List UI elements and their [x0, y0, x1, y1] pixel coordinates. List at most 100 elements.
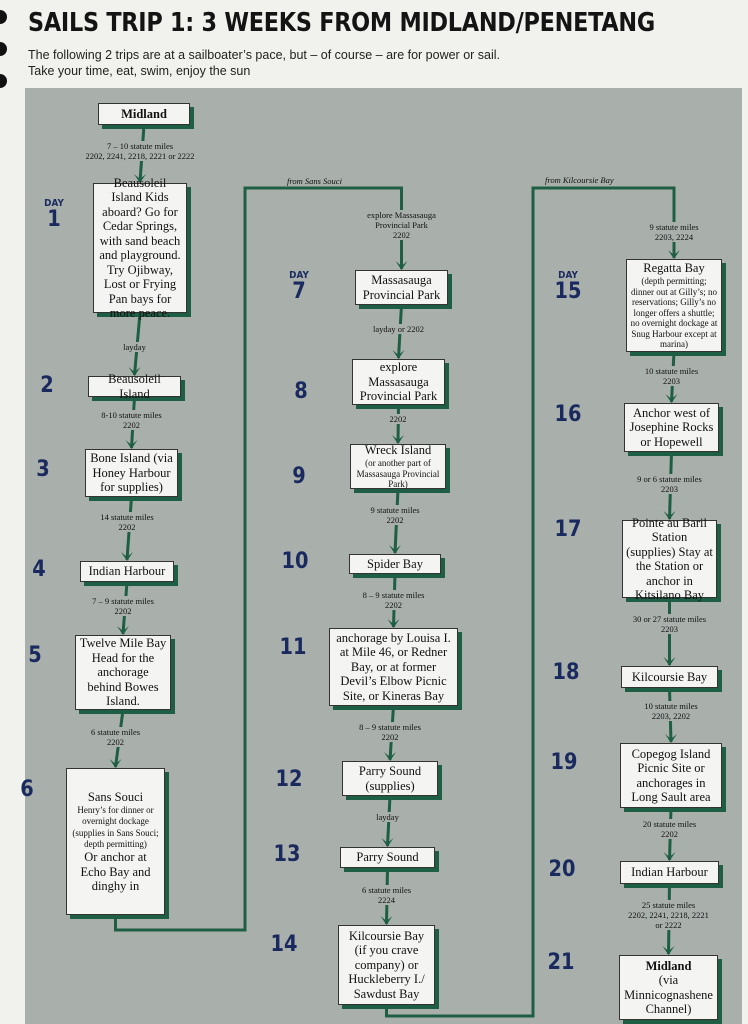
- start-node-midland: Midland: [98, 103, 190, 125]
- connector-line: [396, 404, 400, 444]
- node-text: Bone Island (via Honey Harbour for suppl…: [90, 451, 173, 495]
- day-number-19: 19: [549, 752, 579, 774]
- day-number-5: 5: [20, 645, 50, 667]
- node-text: Twelve Mile Bay Head for the anchorage b…: [79, 636, 167, 709]
- node-text: Indian Harbour: [631, 865, 708, 880]
- arrowhead-icon: [665, 734, 677, 743]
- route-label-line: explore Massasauga: [367, 210, 436, 220]
- day-number-text: 17: [554, 517, 582, 542]
- route-label-line: 2202: [389, 414, 407, 424]
- route-label-line: 2202: [660, 829, 678, 839]
- route-label: 2202: [387, 414, 409, 424]
- route-label-line: 2202: [386, 515, 404, 525]
- node-text: Regatta Bay: [643, 260, 705, 275]
- day-number-text: 4: [32, 557, 46, 582]
- route-label-line: 14 statute miles: [100, 512, 154, 522]
- day-number-text: 9: [292, 464, 306, 489]
- day-number-2: 2: [32, 375, 62, 397]
- route-label-line: 2202, 2241, 2218, 2221 or 2222: [85, 151, 195, 161]
- arrowhead-icon: [381, 838, 394, 847]
- route-label-line: 2202: [114, 606, 132, 616]
- route-label-line: 2203: [662, 376, 680, 386]
- route-label-line: 30 or 27 statute miles: [632, 614, 707, 624]
- arrowhead-icon: [668, 250, 680, 259]
- route-label-line: 2202: [106, 737, 124, 747]
- day-number-text: 14: [270, 932, 298, 957]
- connector-line: [114, 186, 403, 932]
- arrowhead-icon: [663, 852, 676, 861]
- node-text: anchorage by Louisa I. at Mile 46, or Re…: [336, 630, 451, 703]
- day-number-text: 15: [554, 279, 582, 304]
- day-14-node: Kilcoursie Bay (if you crave company) or…: [338, 925, 435, 1005]
- day-number-text: 18: [552, 660, 580, 685]
- day-9-node: Wreck Island(or another part of Massasau…: [350, 442, 446, 489]
- route-label-line: 20 statute miles: [642, 819, 697, 829]
- binding-ring: [0, 42, 7, 56]
- day-number-text: 16: [554, 402, 582, 427]
- node-text: explore Massasauga Provincial Park: [359, 360, 438, 404]
- node-note: Henry’s for dinner or overnight dockage: [77, 805, 154, 826]
- day-number-20: 20: [547, 859, 577, 881]
- day-1-node: Beausoleil Island Kids aboard? Go for Ce…: [93, 176, 187, 320]
- day-number-text: 8: [294, 379, 308, 404]
- arrowhead-icon: [395, 261, 408, 270]
- node-text: Wreck Island: [364, 442, 432, 457]
- node-text: Indian Harbour: [88, 564, 166, 579]
- route-label-line: 7 – 10 statute miles: [106, 141, 174, 151]
- route-label: layday or 2202: [371, 324, 426, 334]
- day-number-8: 8: [286, 381, 316, 403]
- node-text: Midland: [645, 958, 692, 973]
- day-number-6: 6: [12, 779, 42, 801]
- day-number-text: 10: [281, 549, 309, 574]
- day-number-13: 13: [272, 844, 302, 866]
- route-label-line: 6 statute miles: [361, 885, 412, 895]
- day-number-text: 6: [20, 777, 34, 802]
- route-label-line: 6 statute miles: [90, 727, 141, 737]
- binding-ring: [0, 10, 7, 24]
- day-4-node: Indian Harbour: [80, 561, 174, 582]
- day-word: DAY: [558, 270, 578, 281]
- day-number-3: 3: [28, 459, 58, 481]
- arrowhead-icon: [392, 435, 404, 444]
- route-label-line: 10 statute miles: [644, 366, 699, 376]
- day-number-14: 14: [269, 934, 299, 956]
- arrowhead-icon: [384, 752, 396, 761]
- route-label-line: 2203: [661, 624, 678, 634]
- arrowhead-icon: [380, 916, 393, 925]
- node-text: Copegog Island Picnic Site or anchorages…: [631, 746, 711, 805]
- node-text: Kilcoursie Bay (if you crave company) or…: [348, 928, 425, 1001]
- route-label-line: 2202, 2241, 2218, 2221: [628, 910, 709, 920]
- node-text: Pointe au Baril Station (supplies) Stay …: [626, 515, 713, 603]
- day-number-9: 9: [284, 466, 314, 488]
- node-text: Kilcoursie Bay: [631, 669, 708, 684]
- route-label-line: Provincial Park: [375, 220, 428, 230]
- day-number-text: 11: [279, 635, 307, 660]
- day-number-11: 11: [278, 637, 308, 659]
- day-number-text: 20: [548, 857, 576, 882]
- arrowhead-icon: [662, 946, 675, 955]
- arrowhead-icon: [663, 511, 676, 520]
- day-12-node: Parry Sound (supplies): [342, 761, 438, 796]
- node-text: Sans Souci: [87, 789, 144, 804]
- day-2-node: Beausoleil Island: [88, 372, 181, 401]
- day-7-node: Massasauga Provincial Park: [355, 270, 448, 305]
- day-number-10: 10: [280, 551, 310, 573]
- route-label-line: 8 – 9 statute miles: [362, 590, 425, 600]
- route-label-line: 25 statute miles: [641, 900, 696, 910]
- arrowhead-icon: [109, 759, 122, 768]
- arrowhead-icon: [121, 552, 133, 561]
- route-label-line: 8-10 statute miles: [101, 410, 162, 420]
- day-number-text: 21: [547, 950, 575, 975]
- arrowhead-icon: [663, 657, 676, 666]
- day-word: DAY: [44, 198, 64, 209]
- day-number-text: 3: [36, 457, 50, 482]
- binding-ring: [0, 74, 7, 88]
- node-note: (supplies in Sans Souci; depth permittin…: [72, 828, 159, 849]
